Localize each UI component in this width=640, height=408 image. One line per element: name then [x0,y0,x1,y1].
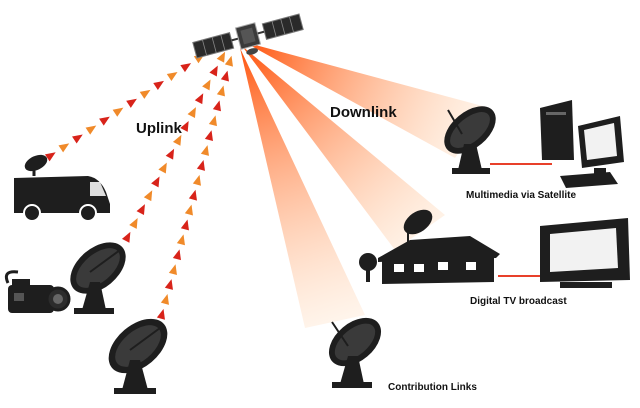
uplink-arrow-dish-1 [202,79,211,91]
uplink-arrow-van [166,71,178,82]
uplink-arrow-dish-1 [158,162,167,174]
computer-icon [540,100,624,188]
uplink-arrow-dish-2 [212,100,221,112]
uplink-arrow-dish-1 [121,231,131,243]
uplink-arrow-dish-1 [216,51,226,63]
uplink-arrow-dish-1 [165,148,175,160]
uplink-arrow-van [180,63,192,73]
uplink-arrow-dish-1 [180,121,189,132]
uplink-arrow-dish-1 [151,176,160,188]
uplink-arrow-dish-2 [176,234,185,246]
uplink-arrow-dish-2 [192,174,201,186]
beam-to-multimedia [244,42,490,158]
uplink-arrow-dish-1 [136,204,145,216]
television-icon [540,218,630,288]
uplink-arrow-dish-2 [220,70,229,82]
uplink-arrow-dish-2 [188,189,197,201]
uplink-arrow-van [99,116,110,126]
downlink-label: Downlink [330,104,397,121]
video-camera-icon [4,270,71,313]
uplink-arrow-dish-2 [172,249,181,261]
uplink-arrow-van [153,80,164,90]
uplink-arrow-van [58,143,70,153]
multimedia-label: Multimedia via Satellite [466,190,577,201]
uplink-arrow-dish-2 [180,219,189,231]
uplink-arrow-dish-2 [156,308,165,320]
uplink-dish-2-icon [108,318,168,394]
beam-to-house [242,46,445,250]
uplink-dish-1-icon [70,242,126,314]
uplink-arrow-van [139,89,151,99]
uplink-arrow-dish-1 [187,107,196,119]
uplink-arrow-dish-2 [164,279,173,290]
contribution-dish-icon [328,317,382,388]
uplink-arrow-van [126,98,137,108]
uplink-arrow-dish-2 [196,159,205,171]
uplink-arrow-dish-2 [208,115,217,127]
uplink-arrow-dish-2 [204,130,213,142]
uplink-arrow-dish-2 [184,204,193,216]
digital-tv-label: Digital TV broadcast [470,296,567,307]
broadcast-van-icon [14,154,110,222]
uplink-arrow-van [85,125,97,135]
uplink-arrow-dish-2 [224,55,233,67]
uplink-arrow-van [72,134,83,144]
uplink-arrow-van [112,107,124,117]
uplink-arrow-van [44,152,56,162]
uplink-arrow-dish-1 [129,218,138,229]
uplink-arrow-dish-2 [160,293,169,305]
beam-to-contribution [240,48,365,328]
satellite-icon [192,13,304,59]
uplink-arrow-dish-2 [216,85,225,97]
house-icon [359,209,500,284]
uplink-arrow-dish-1 [143,190,153,202]
uplink-arrow-dish-2 [200,145,209,156]
uplink-label: Uplink [136,120,182,137]
contribution-label: Contribution Links [388,382,477,393]
uplink-arrow-dish-1 [209,65,218,77]
uplink-arrow-dish-1 [194,93,204,105]
downlink-beams [240,42,490,328]
uplink-arrow-dish-1 [172,134,182,146]
uplink-arrows [44,45,233,320]
uplink-arrow-dish-2 [168,264,177,276]
multimedia-dish-icon [444,106,496,174]
